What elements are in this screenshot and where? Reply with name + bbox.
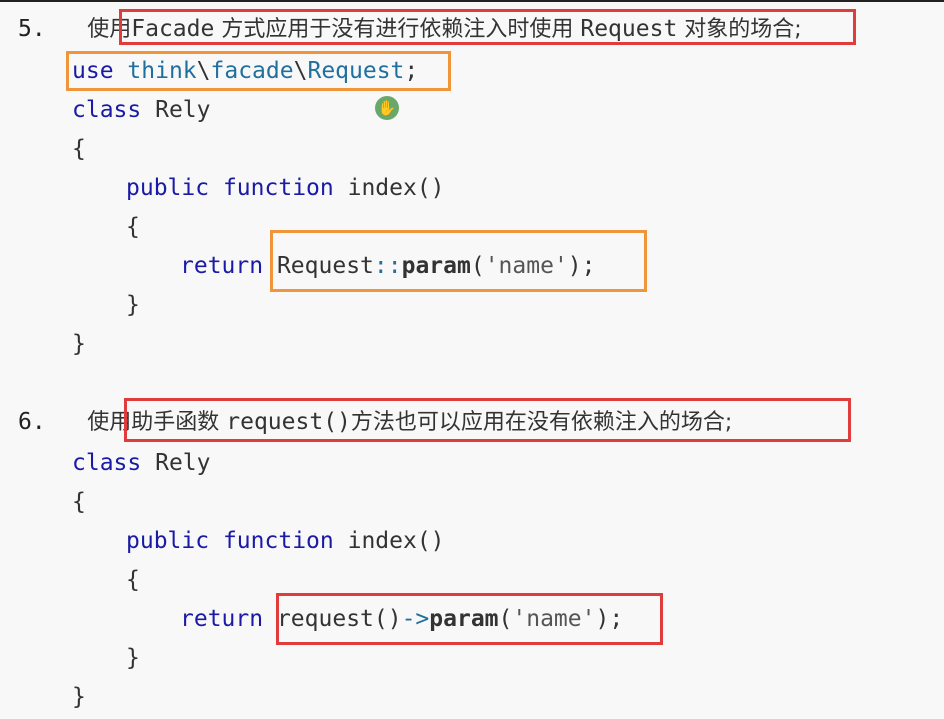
item-5-prefix: 使用 (87, 17, 132, 42)
class-name: Rely (155, 450, 211, 476)
class-name: Rely (155, 97, 211, 123)
function-keyword: function (222, 175, 334, 201)
ns-request: Request (307, 58, 405, 84)
code-return-line-6: return request()->param('name'); (180, 600, 623, 638)
code-return-line-5: return Request::param('name'); (180, 247, 596, 285)
item-5-request: Request (580, 16, 678, 42)
code-class-line-6: class Rely (72, 444, 211, 482)
code-use-line: use think\facade\Request; (72, 52, 418, 90)
function-keyword: function (222, 528, 334, 554)
call-open-paren: ( (498, 606, 513, 632)
code-open-brace-5: { (72, 136, 86, 162)
item-6-func: request() (226, 409, 351, 435)
use-semicolon: ; (404, 58, 419, 84)
ns-facade: facade (210, 58, 294, 84)
item-5-mid: 方式应用于没有进行依赖注入时使用 (214, 17, 581, 42)
class-keyword: class (72, 450, 142, 476)
method-name: index() (347, 528, 445, 554)
code-close-brace-5: } (72, 331, 86, 357)
call-argument: 'name' (484, 253, 568, 279)
call-close: ); (595, 606, 624, 632)
highlight-box-request-helper (276, 593, 663, 645)
code-method-line-5: public function index() (126, 169, 445, 207)
public-keyword: public (126, 175, 210, 201)
item-5-heading: 5. 使用Facade 方式应用于没有进行依赖注入时使用 Request 对象的… (18, 10, 802, 49)
arrow-operator: -> (401, 606, 430, 632)
ns-sep-2: \ (293, 58, 308, 84)
highlight-box-item5-heading (119, 9, 856, 45)
item-6-prefix: 使用 (87, 410, 132, 435)
code-inner-open-5: { (126, 214, 140, 240)
call-method: param (429, 606, 499, 632)
hand-cursor-icon: ✋ (375, 96, 399, 120)
static-operator: :: (373, 253, 402, 279)
code-inner-close-6: } (126, 645, 140, 671)
call-object: request() (276, 606, 402, 632)
use-keyword: use (72, 58, 114, 84)
highlight-box-item6-heading (124, 398, 851, 442)
item-5-number: 5. (18, 16, 46, 42)
item-6-helper: 助手函数 (131, 410, 227, 435)
public-keyword: public (126, 528, 210, 554)
code-method-line-6: public function index() (126, 522, 445, 560)
ns-sep-1: \ (196, 58, 211, 84)
ns-think: think (127, 58, 197, 84)
class-keyword: class (72, 97, 142, 123)
call-method: param (401, 253, 471, 279)
item-5-facade: Facade (131, 16, 215, 42)
call-argument: 'name' (512, 606, 596, 632)
return-keyword: return (180, 606, 264, 632)
code-inner-open-6: { (126, 567, 140, 593)
item-6-number: 6. (18, 409, 46, 435)
highlight-box-use-line (66, 51, 451, 91)
return-keyword: return (180, 253, 264, 279)
call-close: ); (567, 253, 596, 279)
top-border (0, 0, 944, 2)
call-object: Request (276, 253, 374, 279)
code-close-brace-6: } (72, 684, 86, 710)
call-open-paren: ( (470, 253, 485, 279)
item-6-suffix: 方法也可以应用在没有依赖注入的场合; (350, 410, 733, 435)
item-6-heading: 6. 使用助手函数 request()方法也可以应用在没有依赖注入的场合; (18, 403, 732, 442)
highlight-box-request-param (270, 230, 647, 292)
code-inner-close-5: } (126, 292, 140, 318)
item-5-suffix: 对象的场合; (677, 17, 802, 42)
method-name: index() (347, 175, 445, 201)
code-class-line-5: class Rely (72, 91, 211, 129)
code-open-brace-6: { (72, 489, 86, 515)
